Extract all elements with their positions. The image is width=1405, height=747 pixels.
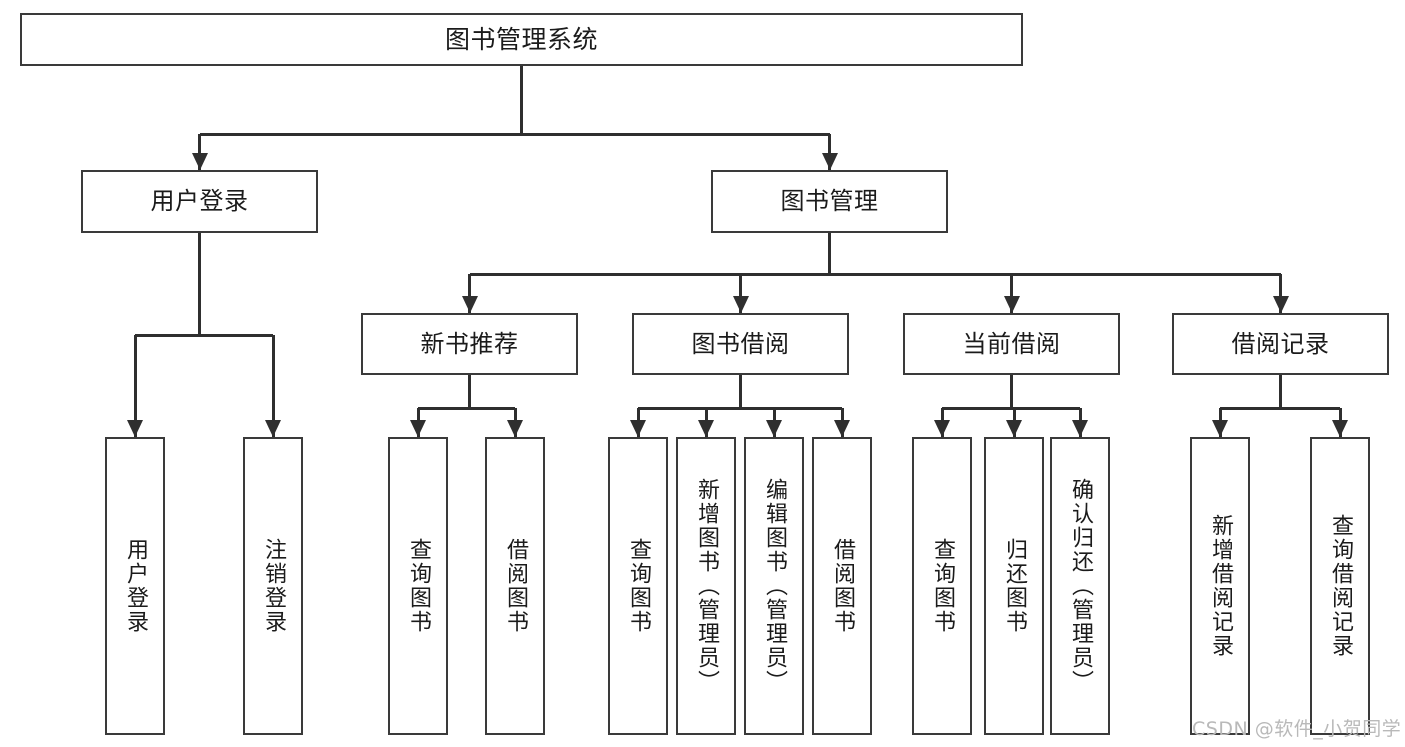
node-label: 新增图书（管理员） bbox=[694, 478, 719, 694]
arrow-head-icon bbox=[507, 420, 523, 437]
node-leaf-10[interactable]: 确认归还（管理员） bbox=[1050, 437, 1110, 735]
node-label: 借阅图书 bbox=[830, 538, 855, 634]
connector-line bbox=[828, 134, 831, 170]
connector-line bbox=[942, 406, 1080, 410]
node-label: 查询图书 bbox=[406, 538, 431, 634]
node-label: 归还图书 bbox=[1002, 538, 1027, 634]
node-label: 查询图书 bbox=[930, 538, 955, 634]
node-label: 确认归还（管理员） bbox=[1068, 478, 1093, 694]
node-level3-0[interactable]: 新书推荐 bbox=[361, 313, 578, 375]
node-label: 用户登录 bbox=[150, 187, 249, 216]
node-root-system[interactable]: 图书管理系统 bbox=[20, 13, 1023, 66]
node-leaf-4[interactable]: 查询图书 bbox=[608, 437, 668, 735]
node-level3-2[interactable]: 当前借阅 bbox=[903, 313, 1120, 375]
connector-line bbox=[1010, 274, 1013, 313]
connector-line bbox=[271, 335, 275, 437]
arrow-head-icon bbox=[1212, 420, 1228, 437]
node-label: 查询借阅记录 bbox=[1328, 514, 1353, 658]
node-leaf-2[interactable]: 查询图书 bbox=[388, 437, 448, 735]
connector-line bbox=[133, 335, 137, 437]
node-label: 注销登录 bbox=[261, 538, 286, 634]
connector-line bbox=[468, 375, 471, 408]
node-label: 用户登录 bbox=[123, 538, 148, 634]
arrow-head-icon bbox=[732, 296, 749, 313]
arrow-head-icon bbox=[934, 420, 950, 437]
node-level3-1[interactable]: 图书借阅 bbox=[632, 313, 849, 375]
arrow-head-icon bbox=[1006, 420, 1022, 437]
node-label: 借阅图书 bbox=[503, 538, 528, 634]
connector-line bbox=[469, 272, 1281, 276]
csdn-watermark: CSDN @软件_小贺同学 bbox=[1192, 718, 1402, 740]
node-leaf-1[interactable]: 注销登录 bbox=[243, 437, 303, 735]
arrow-head-icon bbox=[821, 153, 838, 170]
connector-line bbox=[1010, 375, 1013, 408]
node-label: 编辑图书（管理员） bbox=[762, 478, 787, 694]
arrow-head-icon bbox=[410, 420, 426, 437]
arrow-head-icon bbox=[698, 420, 714, 437]
connector-line bbox=[198, 134, 201, 170]
arrow-head-icon bbox=[1332, 420, 1348, 437]
node-label: 借阅记录 bbox=[1231, 329, 1330, 358]
node-label: 新增借阅记录 bbox=[1208, 514, 1233, 658]
node-leaf-8[interactable]: 查询图书 bbox=[912, 437, 972, 735]
node-label: 图书管理 bbox=[780, 187, 879, 216]
node-label: 图书借阅 bbox=[691, 329, 790, 358]
node-label: 新书推荐 bbox=[420, 329, 519, 358]
connector-line bbox=[1279, 375, 1282, 408]
node-level2-0[interactable]: 用户登录 bbox=[81, 170, 318, 233]
arrow-head-icon bbox=[1003, 296, 1020, 313]
connector-line bbox=[1220, 406, 1340, 410]
node-leaf-11[interactable]: 新增借阅记录 bbox=[1190, 437, 1250, 735]
connector-line bbox=[468, 274, 471, 313]
connector-line bbox=[198, 233, 201, 335]
connector-line bbox=[135, 333, 273, 337]
connector-line bbox=[828, 233, 831, 274]
node-leaf-3[interactable]: 借阅图书 bbox=[485, 437, 545, 735]
node-label: 当前借阅 bbox=[962, 329, 1061, 358]
node-leaf-6[interactable]: 编辑图书（管理员） bbox=[744, 437, 804, 735]
node-leaf-0[interactable]: 用户登录 bbox=[105, 437, 165, 735]
connector-line bbox=[638, 406, 842, 410]
connector-line bbox=[520, 66, 523, 134]
connector-line bbox=[739, 375, 742, 408]
connector-line bbox=[739, 274, 742, 313]
node-leaf-9[interactable]: 归还图书 bbox=[984, 437, 1044, 735]
node-label: 查询图书 bbox=[626, 538, 651, 634]
arrow-head-icon bbox=[191, 153, 208, 170]
connector-line bbox=[418, 406, 515, 410]
node-leaf-5[interactable]: 新增图书（管理员） bbox=[676, 437, 736, 735]
node-label: 图书管理系统 bbox=[444, 24, 598, 54]
node-level3-3[interactable]: 借阅记录 bbox=[1172, 313, 1389, 375]
arrow-head-icon bbox=[834, 420, 850, 437]
arrow-head-icon bbox=[1272, 296, 1289, 313]
node-leaf-7[interactable]: 借阅图书 bbox=[812, 437, 872, 735]
node-level2-1[interactable]: 图书管理 bbox=[711, 170, 948, 233]
arrow-head-icon bbox=[127, 420, 143, 437]
connector-line bbox=[1279, 274, 1282, 313]
arrow-head-icon bbox=[265, 420, 281, 437]
connector-line bbox=[199, 132, 830, 136]
node-leaf-12[interactable]: 查询借阅记录 bbox=[1310, 437, 1370, 735]
arrow-head-icon bbox=[461, 296, 478, 313]
arrow-head-icon bbox=[1072, 420, 1088, 437]
arrow-head-icon bbox=[630, 420, 646, 437]
arrow-head-icon bbox=[766, 420, 782, 437]
